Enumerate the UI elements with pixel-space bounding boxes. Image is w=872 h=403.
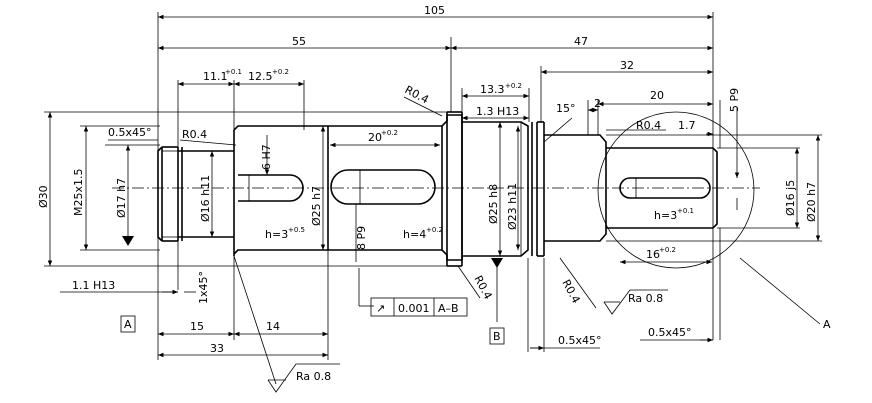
leader-lines	[179, 96, 666, 385]
dim-6h7: 6 H7	[260, 144, 273, 170]
tol-key-20: +0.2	[381, 129, 398, 137]
chamfer-mid: 0.5x45°	[558, 334, 602, 347]
dim-2: 2	[594, 97, 601, 110]
tol-12-5: +0.2	[272, 68, 289, 76]
tol-h3-right: +0.1	[677, 207, 694, 215]
keyways	[238, 169, 711, 205]
dim-47: 47	[574, 35, 588, 48]
dimension-lines	[47, 14, 821, 358]
h4: h=4	[403, 228, 426, 241]
dia-m25: M25x1.5	[72, 169, 85, 217]
dim-33: 33	[210, 342, 224, 355]
dim-13-3: 13.3	[480, 83, 505, 96]
dia-20h7: Ø20 h7	[805, 182, 818, 222]
svg-text:↗: ↗	[376, 302, 385, 315]
extension-lines	[44, 12, 822, 360]
key-20: 20	[368, 131, 382, 144]
roughness-symbol-left: Ra 0.8	[267, 363, 340, 393]
dia-17: Ø17 h7	[115, 178, 128, 218]
dim-20: 20	[650, 89, 664, 102]
diameter-labels: Ø30 M25x1.5 Ø17 h7 Ø16 h11 Ø25 h7 Ø25 h8…	[37, 169, 818, 231]
dim-12-5: 12.5	[248, 70, 273, 83]
roughness-symbol-right: Ra 0.8	[603, 289, 668, 315]
radius-labels: R0.4 R0.4 R0.4 R0.4 R0.4	[182, 83, 661, 305]
detail-leader	[739, 257, 821, 325]
detail-label: A	[823, 318, 831, 331]
radius-3: R0.4	[471, 273, 494, 301]
h3-right: h=3	[654, 209, 677, 222]
dia-30: Ø30	[37, 185, 50, 208]
dia-25h7: Ø25 h7	[310, 186, 323, 226]
dim-105: 105	[424, 4, 445, 17]
svg-text:Ra 0.8: Ra 0.8	[628, 292, 663, 305]
svg-text:B: B	[493, 330, 501, 343]
radius-1: R0.4	[182, 128, 207, 141]
svg-text:0.001: 0.001	[398, 302, 430, 315]
tol-h4: +0.2	[426, 226, 443, 234]
datum-triangle-a	[122, 236, 134, 246]
svg-text:A: A	[124, 318, 132, 331]
tol-11-1: +0.1	[225, 68, 242, 76]
dim-8p9: 8 P9	[355, 226, 368, 250]
chamfer-left: 0.5x45°	[108, 126, 152, 139]
radius-5: R0.4	[636, 119, 661, 132]
dim-1-1: 1.1 H13	[72, 279, 115, 292]
dim-55: 55	[292, 35, 306, 48]
h3-left: h=3	[265, 228, 288, 241]
dia-25h8: Ø25 h8	[487, 184, 500, 224]
chamfer-right: 0.5x45°	[648, 326, 692, 339]
tol-key-16: +0.2	[659, 246, 676, 254]
dim-1x45: 1x45°	[197, 271, 210, 304]
detail-circle	[597, 111, 755, 269]
dim-15deg: 15°	[556, 102, 576, 115]
dim-32: 32	[620, 59, 634, 72]
tol-h3-left: +0.5	[288, 226, 305, 234]
dia-16h11: Ø16 h11	[199, 175, 212, 222]
datum-box-a: A	[120, 315, 136, 333]
dia-16j5: Ø16 j5	[784, 180, 797, 216]
dim-11-1: 11.1	[203, 70, 228, 83]
dim-14: 14	[266, 320, 280, 333]
dim-1-7: 1.7	[678, 119, 696, 132]
datum-box-b: B	[489, 327, 505, 345]
dim-1-3: 1.3 H13	[476, 105, 519, 118]
dim-5p9: 5 P9	[728, 88, 741, 112]
key-16: 16	[646, 248, 660, 261]
datum-triangle-b	[491, 258, 503, 268]
svg-text:A–B: A–B	[438, 302, 459, 315]
tol-13-3: +0.2	[505, 82, 522, 90]
geometric-tolerance-frame: ↗ 0.001 A–B	[370, 297, 468, 317]
dim-15: 15	[190, 320, 204, 333]
dia-23: Ø23 h11	[506, 183, 519, 230]
svg-text:Ra 0.8: Ra 0.8	[296, 370, 331, 383]
dimension-labels: 105 55 47 32 11.1 +0.1 12.5 +0.2 13.3 +0…	[72, 4, 741, 355]
radius-4: R0.4	[559, 277, 582, 305]
